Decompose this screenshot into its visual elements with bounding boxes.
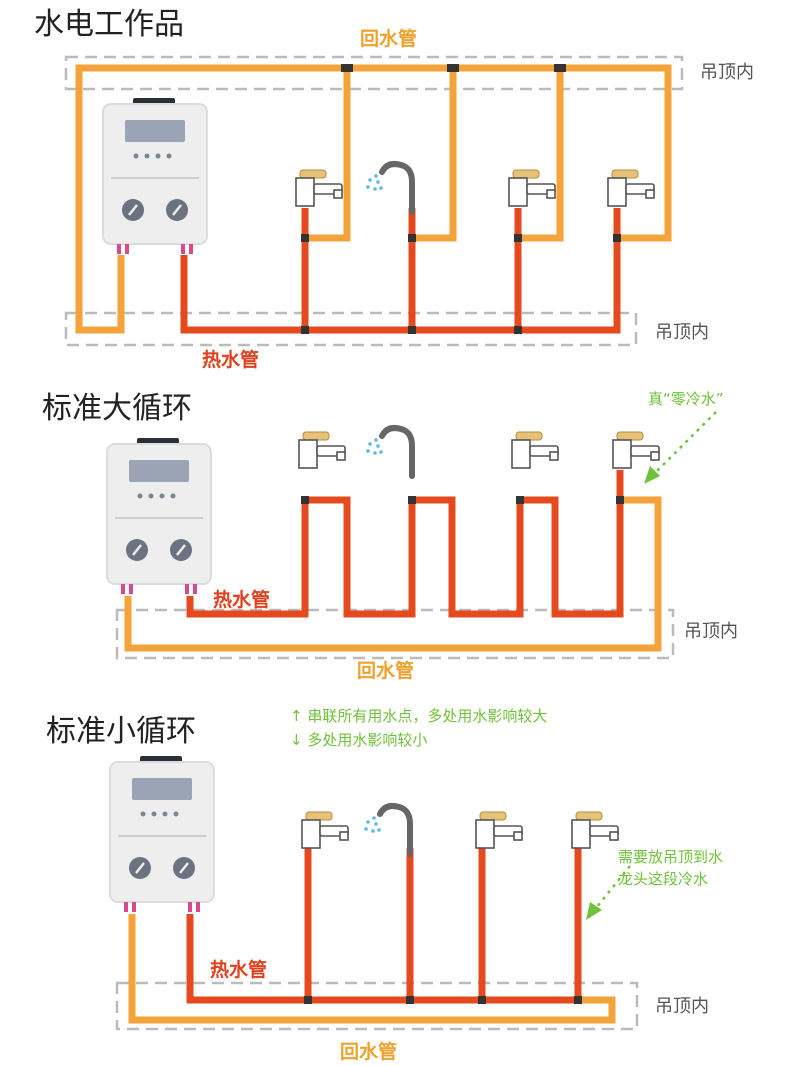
tee-fitting-icon [616, 496, 624, 504]
water-heater-icon [108, 754, 216, 914]
water-heater-icon [101, 96, 209, 256]
arrow-head-icon [586, 902, 602, 920]
tee-fitting-icon [301, 234, 309, 242]
faucet-icon [298, 431, 346, 469]
tee-fitting-icon [554, 64, 566, 72]
arrow-head-icon [644, 466, 660, 484]
return-pipe [128, 914, 616, 1024]
tee-fitting-icon [574, 996, 582, 1004]
tee-fitting-icon [408, 326, 416, 334]
faucet-icon [607, 169, 655, 207]
section-1-return-label: 回水管 [360, 27, 417, 50]
section-3-ceiling-label: 吊顶内 [655, 996, 709, 1017]
shower-icon [366, 164, 412, 212]
faucet-icon [571, 811, 619, 849]
faucet-icon [508, 169, 556, 207]
section-3-title: 标准小循环 [46, 714, 196, 749]
section-1-ceiling-label-bottom: 吊顶内 [655, 322, 709, 343]
section-3-return-label: 回水管 [340, 1040, 397, 1063]
arrow-icon [595, 865, 631, 909]
faucet-icon [612, 431, 660, 469]
section-3-hot-label: 热水管 [210, 958, 267, 981]
section-2: 标准大循环 真“零冷水” 热水管 回水管 吊顶内 [42, 390, 738, 682]
section-3-note-line2: ↓ 多处用水影响较小 [290, 731, 427, 749]
section-1-hot-label: 热水管 [202, 348, 259, 371]
shower-icon [366, 428, 412, 476]
ceiling-zone [115, 981, 639, 1031]
faucet-icon [475, 811, 523, 849]
hot-pipe [180, 208, 621, 334]
section-1: 水电工作品 回水管 吊顶内 吊顶内 热水管 [34, 7, 754, 371]
section-3-side-note-line2: 龙头这段冷水 [618, 870, 708, 888]
tee-fitting-icon [478, 996, 486, 1004]
ceiling-zone [115, 608, 675, 660]
tee-fitting-icon [406, 996, 414, 1004]
tee-fitting-icon [514, 234, 522, 242]
tee-fitting-icon [408, 496, 416, 504]
ceiling-zone-top [64, 55, 684, 91]
faucet-icon [301, 811, 349, 849]
shower-icon [364, 806, 410, 854]
tee-fitting-icon [408, 234, 416, 242]
faucet-icon [295, 169, 343, 207]
section-2-return-label: 回水管 [357, 659, 414, 682]
tee-fitting-icon [613, 234, 621, 242]
ceiling-zone-bottom [64, 311, 638, 347]
section-1-ceiling-label-top: 吊顶内 [700, 62, 754, 83]
section-2-title: 标准大循环 [42, 391, 192, 426]
faucet-icon [511, 431, 559, 469]
tee-fitting-icon [447, 64, 459, 72]
water-heater-icon [105, 436, 213, 596]
tee-fitting-icon [304, 996, 312, 1004]
tee-fitting-icon [301, 496, 309, 504]
hot-pipe [186, 470, 624, 618]
tee-fitting-icon [301, 326, 309, 334]
tee-fitting-icon [516, 496, 524, 504]
section-3-side-note-line1: 需要放吊顶到水 [618, 848, 723, 866]
arrow-icon [655, 411, 717, 473]
section-3: 标准小循环 ↑ 串联所有用水点，多处用水影响较大 ↓ 多处用水影响较小 需要放吊… [46, 707, 723, 1063]
section-1-title: 水电工作品 [34, 7, 184, 42]
tee-fitting-icon [514, 326, 522, 334]
section-3-note-line1: ↑ 串联所有用水点，多处用水影响较大 [290, 707, 547, 725]
section-2-hot-label: 热水管 [213, 588, 270, 611]
section-2-note: 真“零冷水” [648, 390, 724, 408]
return-pipe [75, 64, 672, 334]
tee-fitting-icon [341, 64, 353, 72]
hot-pipe [186, 848, 582, 1004]
section-2-ceiling-label: 吊顶内 [684, 621, 738, 642]
return-pipe [124, 496, 662, 652]
